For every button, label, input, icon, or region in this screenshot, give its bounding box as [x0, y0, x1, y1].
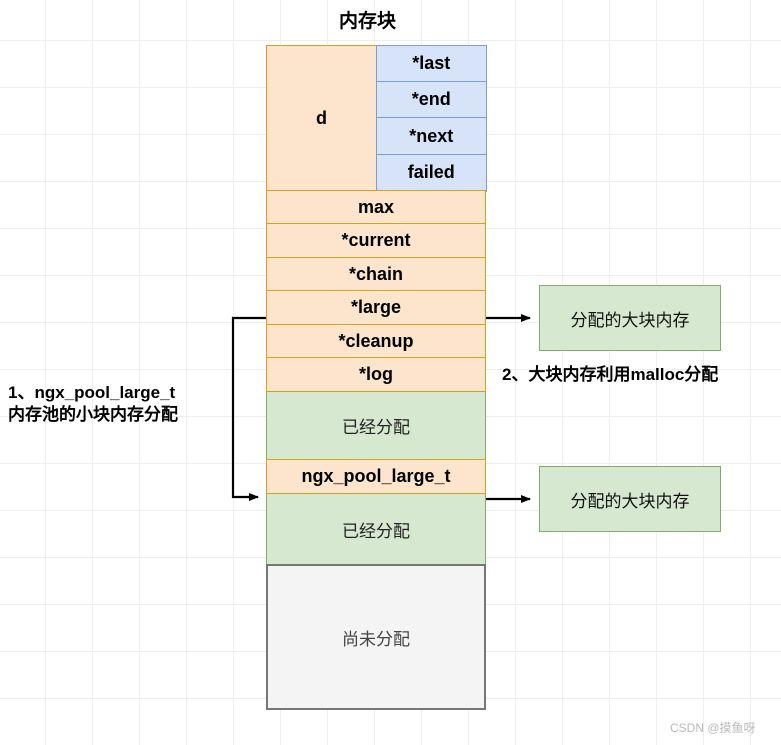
- field-row-max: max: [266, 189, 486, 225]
- allocated-region-1: 已经分配: [266, 390, 486, 461]
- callout-large-memory-2: 分配的大块内存: [539, 466, 721, 532]
- memory-block-diagram: d *last *end *next failed max *current *…: [266, 44, 487, 710]
- watermark: CSDN @摸鱼呀: [670, 721, 756, 735]
- page-title: 内存块: [339, 11, 397, 32]
- note-right-line1: 2、大块内存利用malloc分配: [502, 365, 719, 384]
- callout-large-memory-1: 分配的大块内存: [539, 285, 721, 351]
- field-row-cleanup: *cleanup: [266, 323, 486, 359]
- large-node-row: ngx_pool_large_t: [266, 459, 486, 494]
- field-cell-last: *last: [376, 44, 487, 83]
- field-row-large: *large: [266, 290, 486, 325]
- d-section-fields: *last *end *next failed: [376, 44, 487, 192]
- note-left: 1、ngx_pool_large_t 内存池的小块内存分配: [8, 382, 178, 426]
- note-left-line1: 1、ngx_pool_large_t: [8, 383, 176, 402]
- d-section: d *last *end *next failed: [266, 44, 487, 192]
- field-row-chain: *chain: [266, 256, 486, 292]
- unallocated-region: 尚未分配: [266, 564, 486, 710]
- field-cell-next: *next: [376, 117, 487, 156]
- field-cell-end: *end: [376, 80, 487, 119]
- note-left-line2: 内存池的小块内存分配: [8, 405, 178, 424]
- field-row-current: *current: [266, 223, 486, 258]
- field-cell-failed: failed: [376, 153, 487, 192]
- field-row-log: *log: [266, 357, 486, 392]
- note-right: 2、大块内存利用malloc分配: [502, 364, 718, 386]
- allocated-region-2: 已经分配: [266, 492, 486, 566]
- d-section-label: d: [316, 107, 327, 128]
